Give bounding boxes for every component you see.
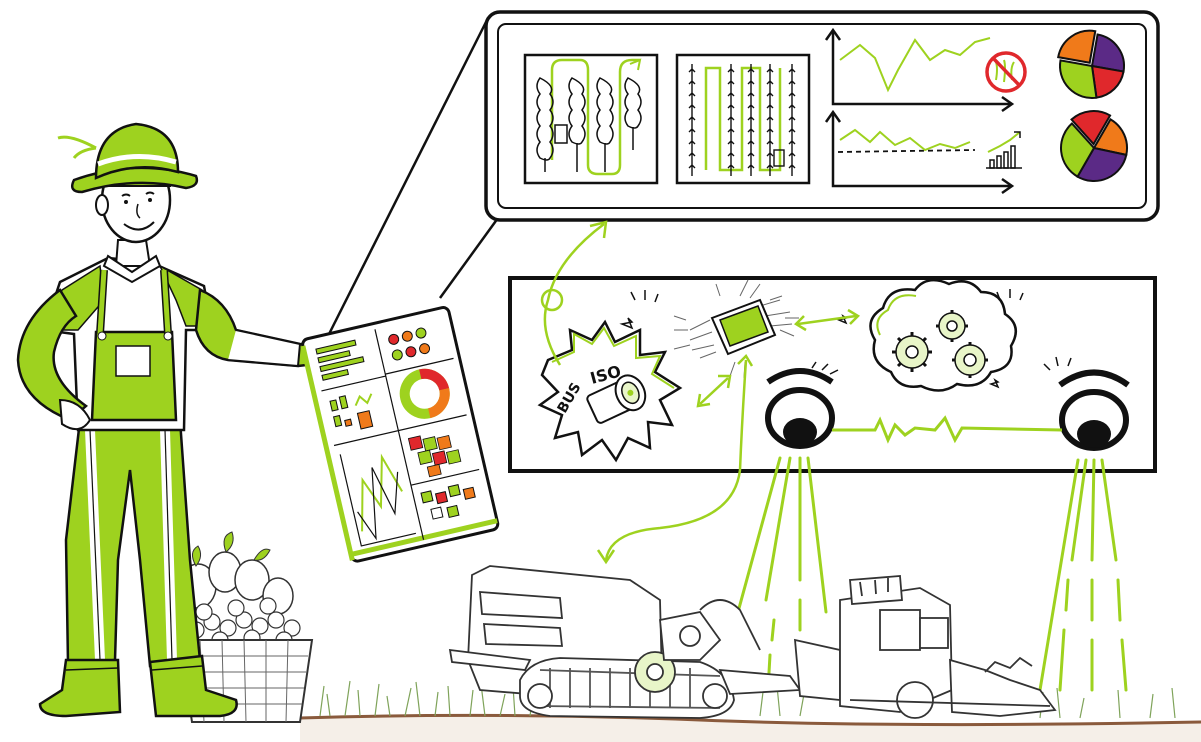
autonomous-tractor — [450, 566, 1055, 718]
processing-panel: ISO BUS — [510, 278, 1155, 471]
zoom-lines — [322, 22, 498, 348]
field-map-trees — [525, 55, 657, 183]
tablet — [302, 306, 499, 562]
no-weeds-icon — [987, 53, 1025, 91]
dashboard-panel — [486, 12, 1158, 220]
field-map-rows — [677, 55, 809, 183]
